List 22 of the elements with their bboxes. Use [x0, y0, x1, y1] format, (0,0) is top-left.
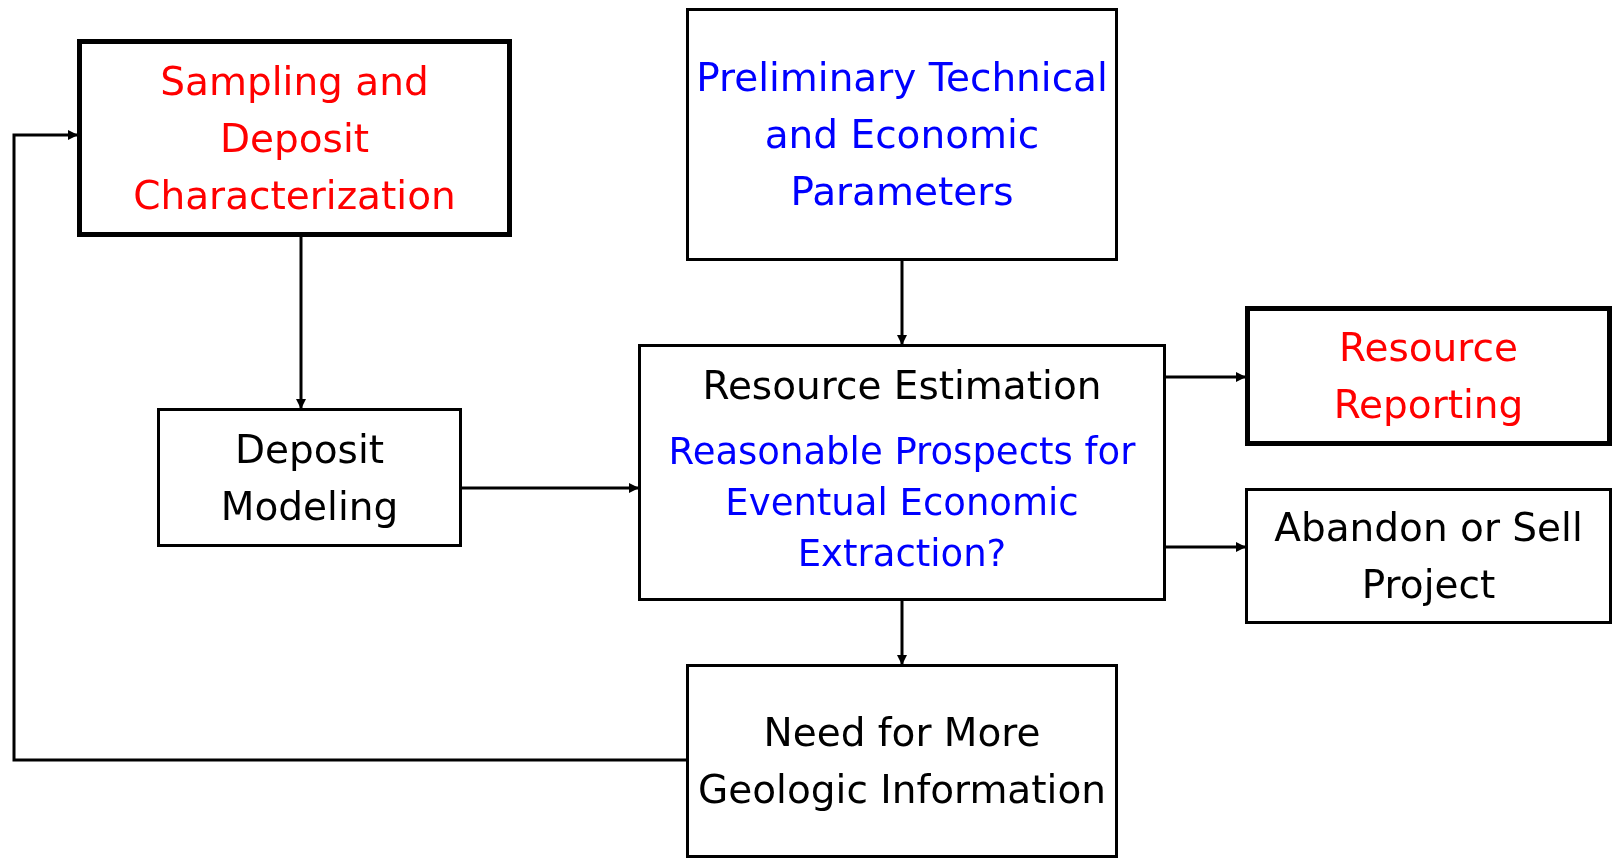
arrow: [296, 237, 306, 409]
process-box: [638, 344, 1166, 601]
process-box: [686, 664, 1118, 858]
process-box: [157, 408, 462, 547]
process-box: [1245, 488, 1612, 624]
box-label: Deposit Modeling: [219, 425, 400, 531]
process-box: [1245, 306, 1612, 446]
box-label: Need for More Geologic Information: [697, 709, 1107, 814]
box-label: Abandon or Sell Project: [1273, 504, 1584, 609]
box-question: Reasonable Prospects for Eventual Economic Extraction?: [667, 429, 1137, 577]
process-box: [686, 8, 1118, 261]
arrow: [12, 130, 686, 762]
box-label: Resource Estimation: [702, 362, 1102, 410]
arrow: [462, 483, 639, 493]
arrow: [1166, 542, 1246, 552]
box-label: Preliminary Technical and Economic Parameters: [695, 54, 1109, 216]
box-label: Resource Reporting: [1332, 324, 1525, 429]
arrow: [897, 261, 907, 345]
arrow: [897, 601, 907, 665]
process-box: [77, 39, 512, 237]
arrow: [1166, 372, 1246, 382]
box-label: Sampling and Deposit Characterization: [132, 57, 457, 220]
